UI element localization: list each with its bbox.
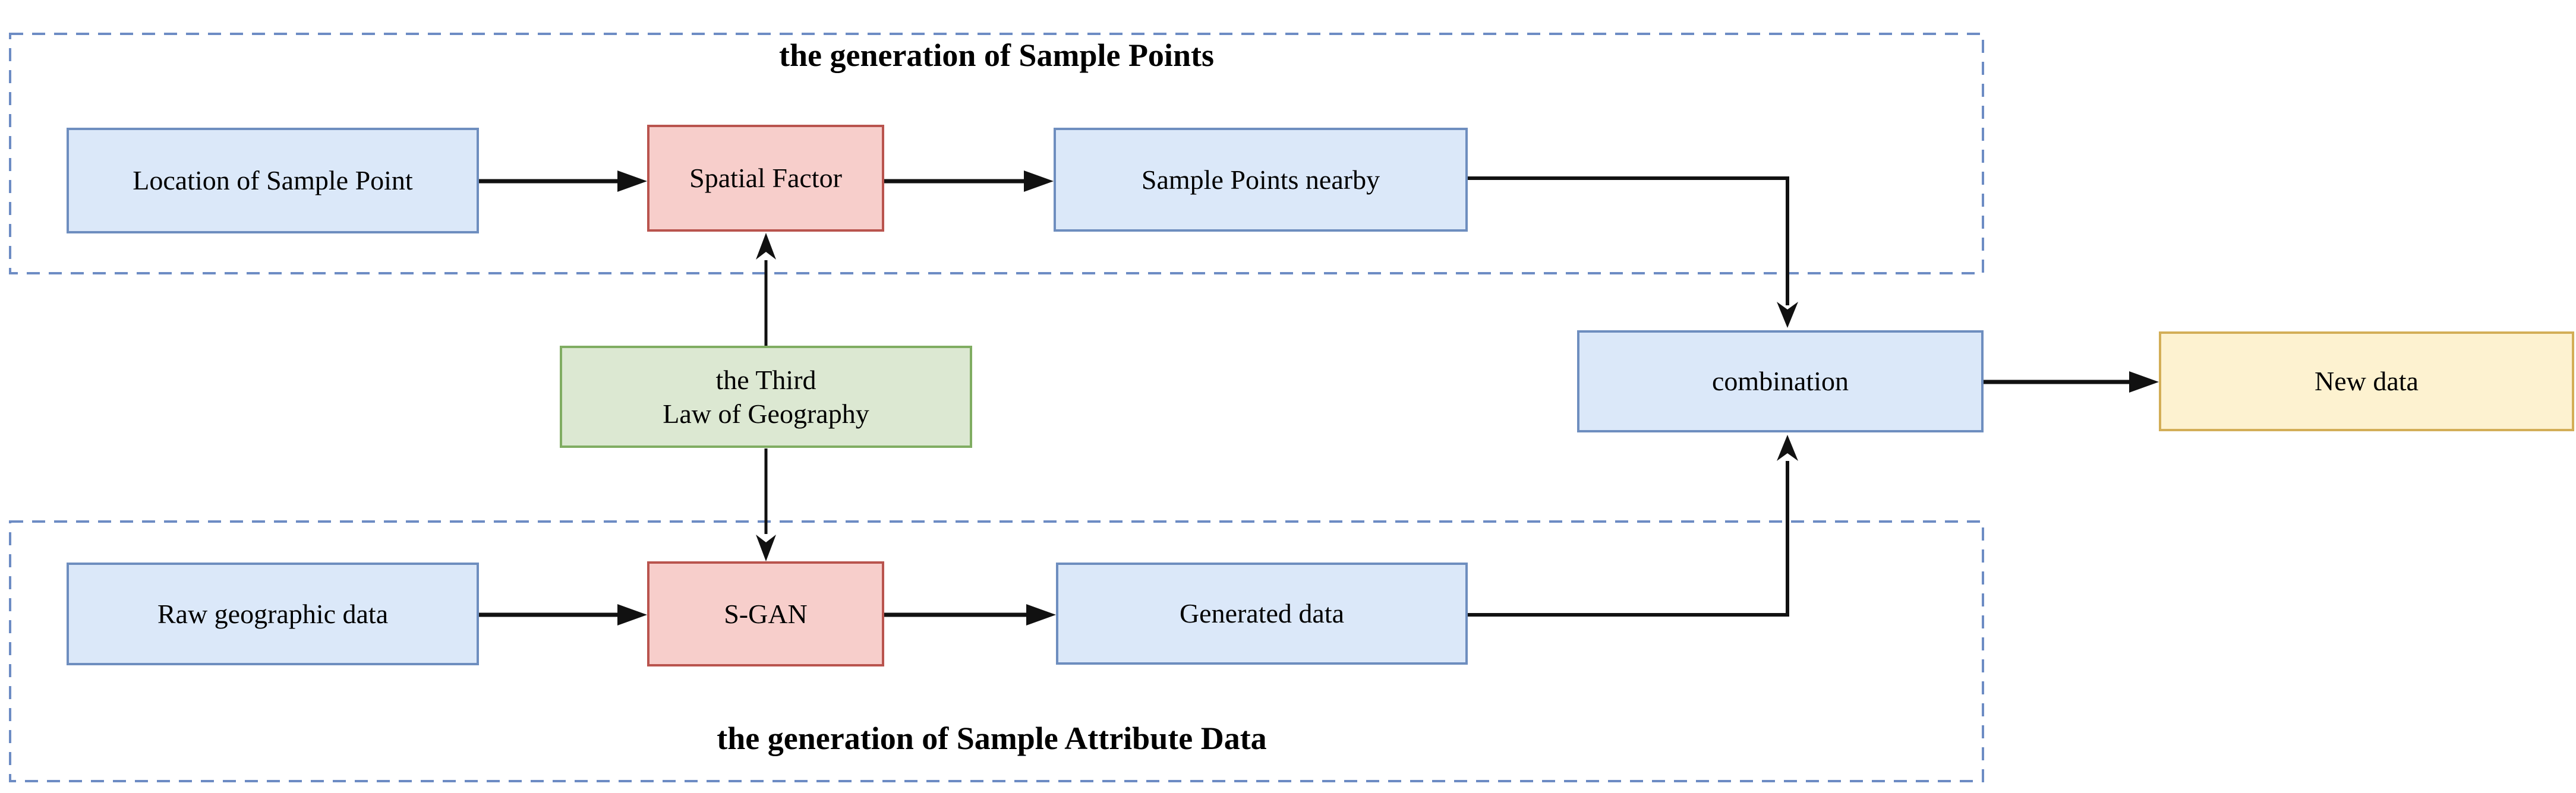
- node-s-gan: S-GAN: [647, 561, 884, 666]
- group-box-sample-attribute-data: [9, 520, 1984, 782]
- node-sample-points-nearby: Sample Points nearby: [1054, 128, 1468, 232]
- arrow-raw-geographic-data-to-s-gan: [479, 604, 647, 625]
- node-spatial-factor: Spatial Factor: [647, 125, 884, 232]
- node-raw-geographic-data: Raw geographic data: [67, 563, 479, 665]
- arrow-spatial-factor-to-sample-points-nearby: [884, 170, 1054, 192]
- arrow-generated-data-to-combination: [1468, 435, 1798, 617]
- node-location-of-sample-point: Location of Sample Point: [67, 128, 479, 233]
- node-new-data: New data: [2159, 331, 2574, 431]
- arrow-s-gan-to-generated-data: [884, 604, 1056, 625]
- node-generated-data: Generated data: [1056, 563, 1468, 665]
- node-combination: combination: [1577, 330, 1984, 432]
- arrow-third-law-to-s-gan: [756, 448, 776, 561]
- group-box-sample-points: [9, 33, 1984, 274]
- group-title-sample-attribute-data: the generation of Sample Attribute Data: [717, 721, 1267, 756]
- arrow-location-to-spatial-factor: [479, 170, 647, 192]
- group-title-sample-points: the generation of Sample Points: [779, 37, 1214, 73]
- node-third-law-of-geography: the Third Law of Geography: [560, 346, 972, 448]
- arrow-sample-points-nearby-to-combination: [1468, 176, 1798, 328]
- arrow-third-law-to-spatial-factor: [756, 233, 776, 346]
- arrow-combination-to-new-data: [1984, 371, 2159, 393]
